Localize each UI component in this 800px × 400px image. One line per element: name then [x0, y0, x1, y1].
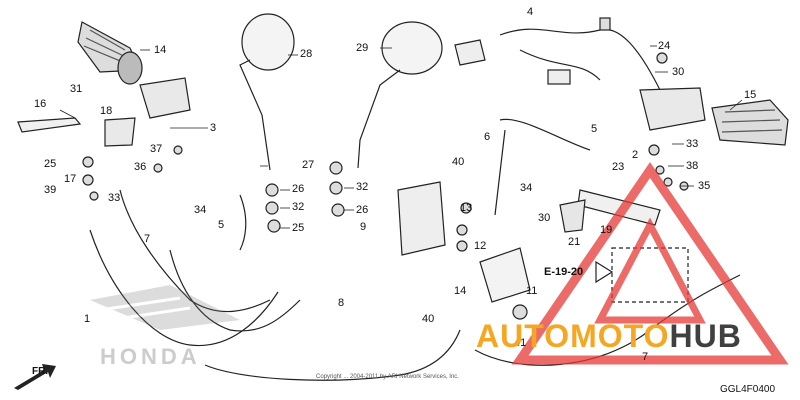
lever-bracket [559, 199, 586, 233]
callout-25-right: 26 [356, 204, 369, 216]
callout-38: 38 [686, 160, 699, 172]
left-switch-housing [104, 77, 191, 147]
callout-3: 3 [210, 122, 217, 134]
callout-13: 13 [460, 202, 473, 214]
callout-5-right: 5 [591, 123, 598, 135]
callout-10: 9 [360, 221, 367, 233]
callout-41: 41 [514, 337, 527, 349]
callout-1: 1 [84, 313, 91, 325]
callout-21: 21 [568, 236, 581, 248]
callout-40-bottom: 40 [422, 313, 435, 325]
callout-34-right: 34 [520, 182, 533, 194]
callout-20: 19 [600, 224, 613, 236]
callout-7: 7 [642, 351, 649, 363]
left-mirror [241, 13, 295, 71]
callout-17: 16 [34, 98, 47, 110]
reference-e-19-20[interactable]: E-19-20 [544, 266, 584, 278]
callout-9: 8 [338, 297, 345, 309]
callout-39: 39 [44, 184, 57, 196]
callout-14: 14 [454, 285, 467, 297]
callout-31: 31 [70, 83, 83, 95]
leader-lines [59, 45, 743, 229]
callout-33-right: 33 [686, 138, 699, 150]
callout-16: 15 [744, 89, 757, 101]
callout-22: 23 [612, 161, 625, 173]
callout-12: 12 [474, 240, 487, 252]
bracket-assembly [397, 181, 446, 256]
callout-32-left: 32 [292, 201, 305, 213]
cover-plate [479, 247, 531, 303]
watermark-brand: AUTOMOTOHUB [476, 318, 742, 355]
callout-26-right: 27 [302, 159, 315, 171]
watermark-brand-part1: AUTOMOTO [476, 318, 670, 354]
diagram-code: GGL4F0400 [720, 384, 776, 395]
callout-40-top: 40 [452, 156, 465, 168]
callout-23: 24 [658, 40, 671, 52]
callout-4: 4 [527, 6, 534, 18]
throttle-grip [77, 21, 143, 85]
front-arrow-icon [14, 364, 56, 390]
callout-24: 25 [44, 158, 57, 170]
right-switch-wiring [454, 17, 706, 131]
ghost-honda-wing [90, 285, 240, 330]
watermark-brand-part2: HUB [669, 318, 742, 354]
callout-28: 29 [356, 42, 369, 54]
callout-25-left: 25 [292, 222, 305, 234]
callout-33-left: 33 [108, 192, 121, 204]
callout-18: 17 [64, 173, 77, 185]
fasteners [82, 52, 689, 320]
callout-30: 30 [672, 66, 685, 78]
callout-15: 14 [154, 44, 167, 56]
callout-5-left: 5 [218, 219, 225, 231]
callout-35: 35 [698, 180, 711, 192]
reference-arrow-icon [595, 260, 614, 284]
callout-11: 11 [526, 285, 538, 297]
detail-inset [611, 247, 689, 303]
callout-27: 28 [300, 48, 313, 60]
callout-6: 6 [484, 131, 491, 143]
clutch-lever [17, 117, 82, 133]
right-grip [711, 99, 789, 146]
callout-2: 2 [632, 149, 639, 161]
callout-26-left: 26 [292, 183, 305, 195]
ghost-honda-text: HONDA [100, 344, 201, 369]
watermark-triangle [511, 162, 789, 365]
right-mirror-stem [357, 69, 401, 169]
callout-36: 36 [134, 161, 147, 173]
callout-29: 30 [538, 212, 551, 224]
control-cables [89, 118, 741, 381]
front-direction-label: FR. [32, 366, 49, 377]
callout-8: 7 [144, 233, 151, 245]
callout-34-left: 34 [194, 204, 207, 216]
callout-19: 18 [100, 105, 113, 117]
copyright-text: Copyright ... 2004-2011 by ARI Network S… [316, 374, 459, 380]
left-mirror-stem [239, 59, 271, 171]
callout-37: 37 [150, 143, 163, 155]
callout-32-right: 32 [356, 181, 369, 193]
